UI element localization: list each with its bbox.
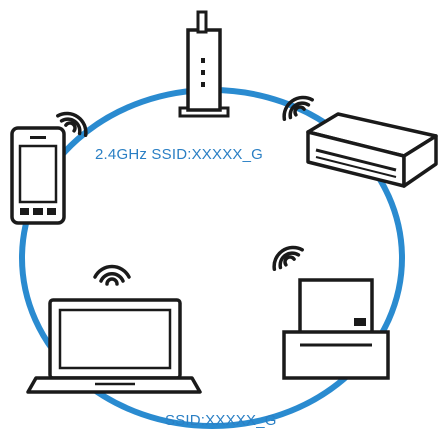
wifi-signal-icon — [93, 264, 131, 286]
projector-icon — [306, 112, 438, 188]
wifi-signal-icon — [56, 111, 88, 138]
printer-icon — [282, 278, 390, 380]
laptop-icon — [26, 298, 202, 394]
ssid-label: SSID:XXXXX_G — [165, 412, 277, 429]
wifi-signal-icon — [282, 95, 314, 122]
wifi-signal-icon — [272, 245, 304, 272]
smartphone-icon — [10, 126, 66, 225]
band-ssid-label: 2.4GHz SSID:XXXXX_G — [95, 146, 264, 163]
wireless-router-icon — [178, 10, 230, 118]
